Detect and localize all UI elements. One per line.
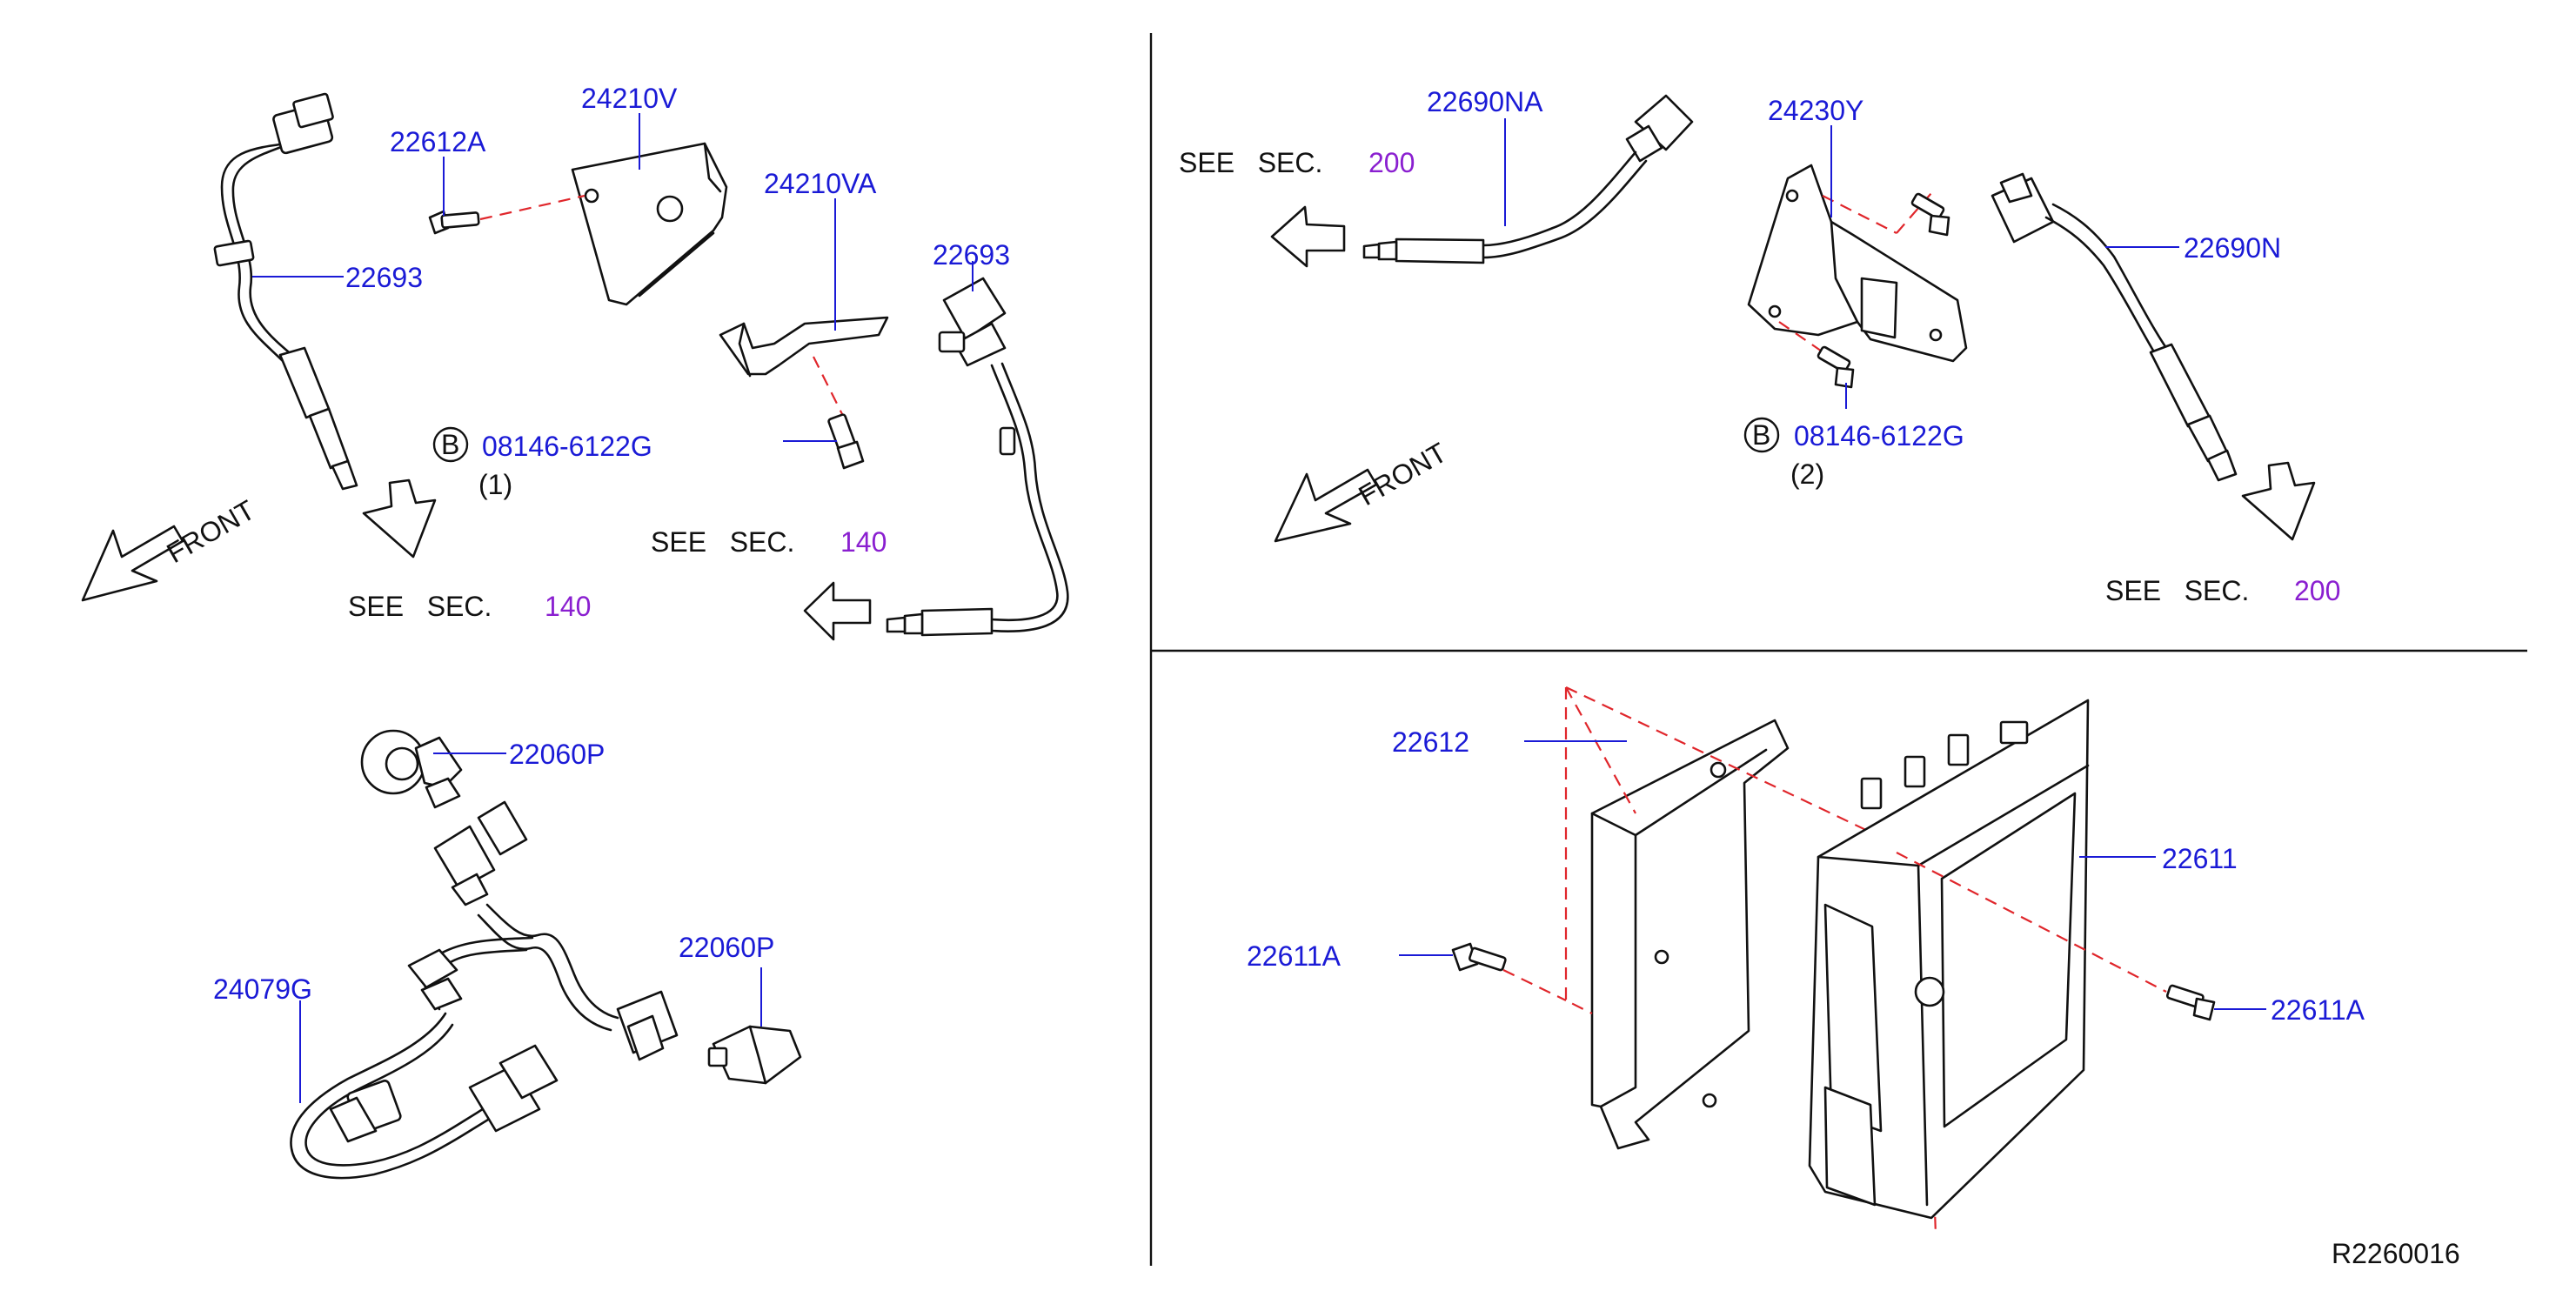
label-bolt-right-code: 08146-6122G <box>1794 420 1964 452</box>
arrow-see-sec-200-b <box>2241 461 2316 541</box>
label-22693-right: 22693 <box>933 239 1010 271</box>
arrow-see-sec-200-a <box>1270 205 1346 268</box>
label-22693-left: 22693 <box>345 262 423 293</box>
label-bolt-left-code: 08146-6122G <box>482 431 652 462</box>
label-22611: 22611 <box>2162 843 2238 874</box>
dashed-line-24210VA <box>813 356 845 418</box>
bolt-22611A-left[interactable] <box>1451 942 1507 972</box>
label-see-sec-200-b-num[interactable]: 200 <box>2294 575 2340 606</box>
label-22612: 22612 <box>1392 726 1469 758</box>
dashed-line-24230Y-a <box>1822 195 1897 234</box>
label-see-sec-200-a-num[interactable]: 200 <box>1368 147 1415 178</box>
label-24079G: 24079G <box>213 973 312 1005</box>
sensor-22690N[interactable] <box>1991 172 2238 482</box>
svg-text:B: B <box>1752 419 1770 451</box>
label-22612A: 22612A <box>390 126 486 157</box>
bolt-22611A-right[interactable] <box>2165 984 2216 1021</box>
bolt-24230Y-upper[interactable] <box>1910 192 1950 237</box>
knock-sensor-22060P-bottom[interactable] <box>707 1025 802 1085</box>
bolt-symbol-left: B <box>432 426 469 463</box>
bolt-symbol-right: B <box>1743 417 1780 453</box>
dashed-line-22612A <box>479 194 585 221</box>
bracket-24230Y[interactable] <box>1747 164 1968 363</box>
label-bolt-left-qty: (1) <box>478 469 512 500</box>
front-arrow-right <box>1274 468 1378 543</box>
bracket-24210V[interactable] <box>571 142 728 306</box>
dashed-line-22611-right <box>1896 852 2167 993</box>
label-22611A-left: 22611A <box>1247 940 1342 972</box>
label-see-sec-140-a: SEE SEC. <box>348 591 492 622</box>
label-22060P-bottom: 22060P <box>679 932 774 963</box>
dashed-line-24230Y-c <box>1778 321 1828 356</box>
sensor-22690NA[interactable] <box>1362 94 1694 264</box>
label-22611A-right: 22611A <box>2271 994 2365 1026</box>
label-see-sec-200-a: SEE SEC. <box>1179 147 1322 178</box>
knock-sensor-22060P-top[interactable] <box>360 729 463 809</box>
bracket-24210VA[interactable] <box>719 316 889 378</box>
label-see-sec-140-b-num[interactable]: 140 <box>840 526 887 558</box>
arrow-see-sec-140-a <box>362 478 437 559</box>
bolt-08146-6122G-right[interactable] <box>1817 345 1855 389</box>
label-see-sec-140-b: SEE SEC. <box>651 526 794 558</box>
bracket-22612[interactable] <box>1590 719 1790 1150</box>
label-22690NA: 22690NA <box>1427 86 1543 117</box>
bolt-08146-6122G-left[interactable] <box>827 413 865 470</box>
harness-24079G[interactable] <box>290 800 679 1180</box>
label-see-sec-200-b: SEE SEC. <box>2105 575 2249 606</box>
label-see-sec-140-a-num[interactable]: 140 <box>545 591 591 622</box>
drawing-reference: R2260016 <box>2332 1238 2460 1269</box>
label-22060P-top: 22060P <box>509 739 605 770</box>
label-24230Y: 24230Y <box>1768 95 1863 126</box>
bolt-22612A[interactable] <box>428 210 480 235</box>
sensor-22693-left[interactable] <box>213 92 358 491</box>
label-22690N: 22690N <box>2184 232 2281 264</box>
sensor-22693-right[interactable] <box>886 277 1069 637</box>
front-arrow-left <box>81 525 184 602</box>
svg-text:B: B <box>441 429 459 460</box>
label-24210VA: 24210VA <box>764 168 877 199</box>
label-24210V: 24210V <box>581 83 678 114</box>
arrow-see-sec-140-b <box>803 581 872 641</box>
label-bolt-right-qty: (2) <box>1790 458 1824 490</box>
ecm-22611[interactable] <box>1808 699 2090 1220</box>
dashed-line-22611A-left <box>1502 969 1567 1001</box>
